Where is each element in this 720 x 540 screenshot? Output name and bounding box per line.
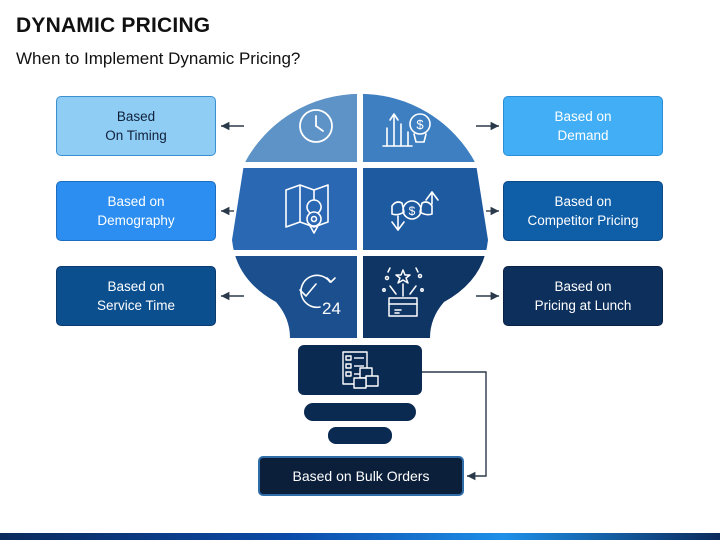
bulb-base-ring xyxy=(304,403,416,421)
growth-money-icon: $ xyxy=(382,113,431,147)
page-title: DYNAMIC PRICING xyxy=(16,14,211,37)
bulb-segment-competitor xyxy=(363,168,488,250)
box-based-on-competitor-pricing: Based on Competitor Pricing xyxy=(503,181,663,241)
page-subtitle: When to Implement Dynamic Pricing? xyxy=(16,49,301,68)
bulb-segment-lunch xyxy=(363,256,488,339)
box-based-on-bulk-orders: Based on Bulk Orders xyxy=(258,456,464,496)
svg-text:$: $ xyxy=(416,117,424,132)
gift-box-icon xyxy=(382,267,424,317)
bulb-base-tip xyxy=(328,427,392,444)
24-hour-number: 24 xyxy=(322,299,341,318)
box-based-on-pricing-at-lunch: Based on Pricing at Lunch xyxy=(503,266,663,326)
map-location-icon xyxy=(285,184,329,234)
svg-text:$: $ xyxy=(409,204,416,218)
box-based-on-timing: Based On Timing xyxy=(56,96,216,156)
bulb-segment-demography xyxy=(232,168,357,250)
box-based-on-demand: Based on Demand xyxy=(503,96,663,156)
24-hour-icon xyxy=(299,274,336,309)
box-based-on-demography: Based on Demography xyxy=(56,181,216,241)
connector-bulk xyxy=(422,371,487,481)
clock-icon xyxy=(299,109,333,143)
box-based-on-service-time: Based on Service Time xyxy=(56,266,216,326)
money-exchange-icon: $ xyxy=(391,191,439,231)
bulb-segment-timing xyxy=(232,93,357,162)
footer-accent-bar xyxy=(0,533,720,540)
checklist-boxes-icon xyxy=(342,351,379,389)
